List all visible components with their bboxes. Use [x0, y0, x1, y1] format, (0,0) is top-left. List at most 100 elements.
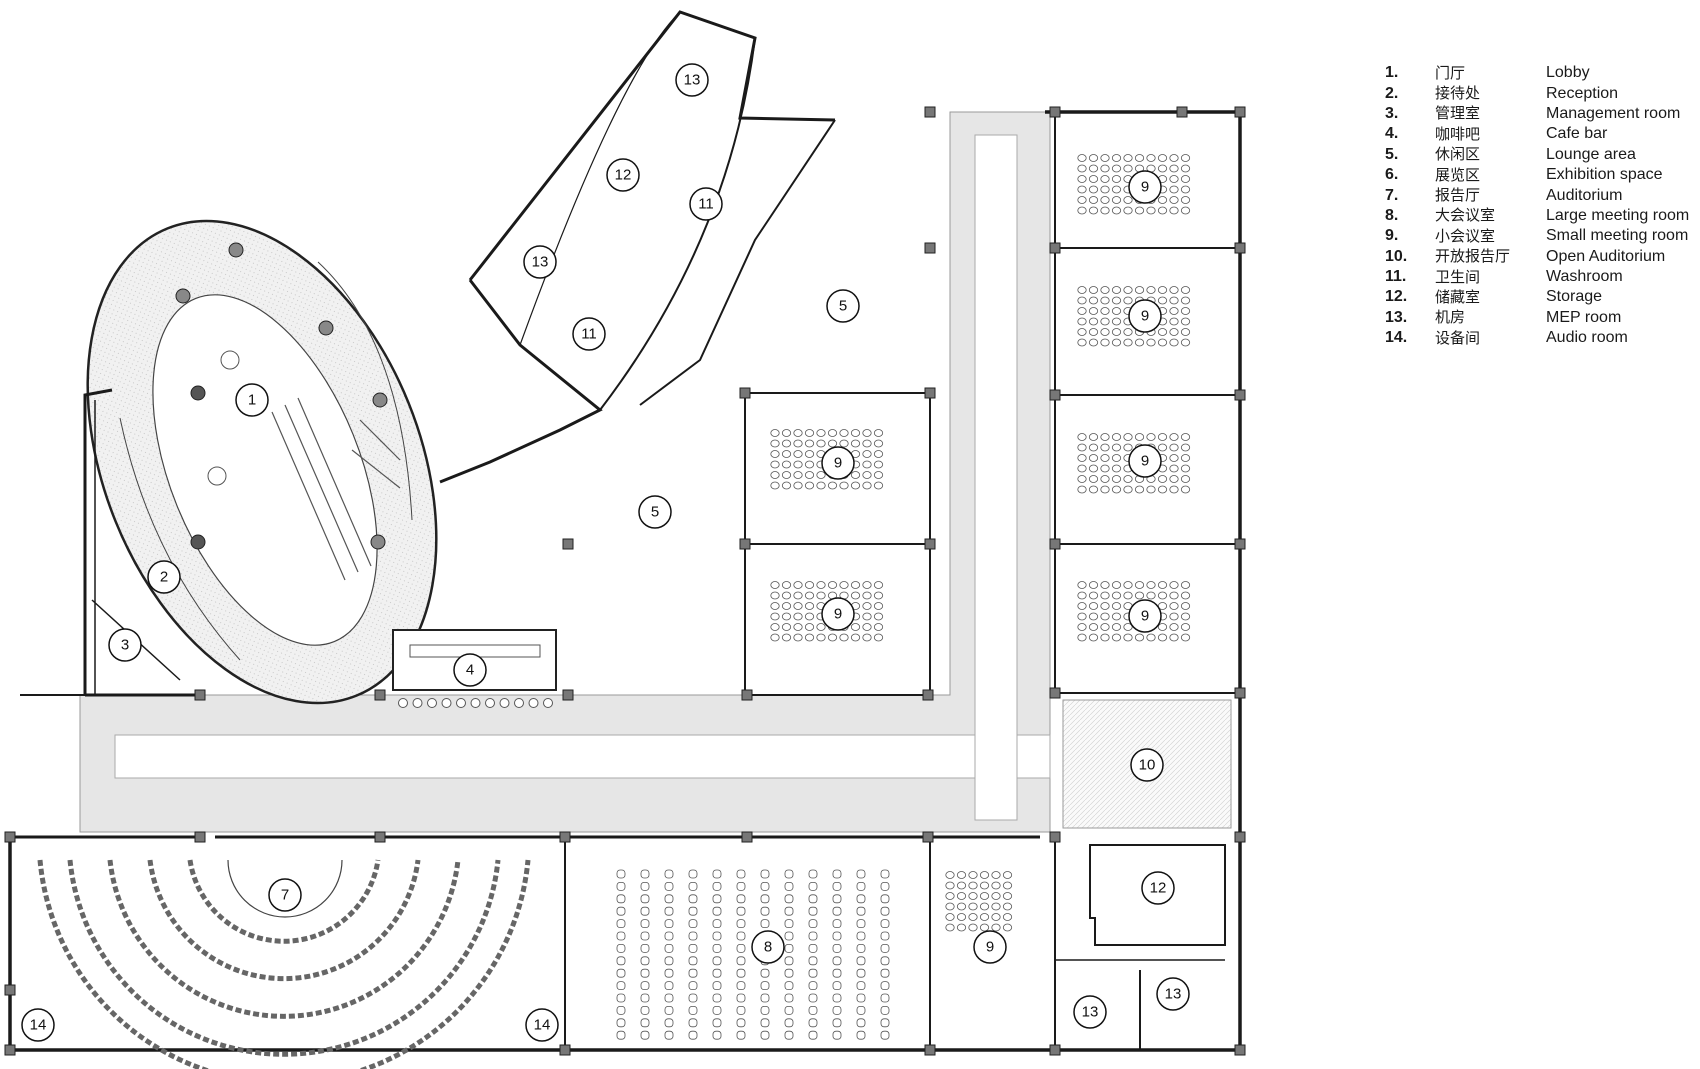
seat	[1134, 206, 1145, 215]
seat	[1157, 591, 1168, 600]
seat	[1180, 154, 1191, 162]
seat	[827, 429, 838, 437]
seat	[616, 906, 626, 916]
seat	[1111, 475, 1122, 483]
seat	[640, 1018, 650, 1028]
seat	[688, 956, 698, 966]
seat	[1169, 464, 1179, 473]
seat	[688, 894, 698, 904]
seat	[1169, 581, 1179, 589]
seat	[850, 471, 861, 479]
seat	[781, 581, 792, 589]
seat	[1169, 485, 1179, 494]
seat	[850, 581, 861, 589]
seat	[616, 919, 626, 928]
auditorium-seating	[37, 859, 531, 1069]
seat	[1077, 206, 1087, 215]
floor-plan: 1 2 3 4 5 5 7 8 9 9 9 9 9 9 9 10 11 11 1…	[4, 10, 1246, 1069]
column	[1049, 242, 1061, 254]
seat	[664, 981, 674, 990]
seat	[856, 869, 866, 879]
column	[1049, 687, 1061, 699]
seat	[808, 981, 818, 990]
svg-text:9: 9	[834, 455, 842, 472]
column	[741, 831, 753, 843]
seat	[784, 1018, 794, 1028]
seat	[856, 1030, 866, 1040]
seat	[781, 439, 792, 448]
seat	[839, 439, 849, 448]
seat	[880, 944, 890, 953]
seat	[1077, 328, 1087, 336]
seat	[862, 612, 872, 621]
seat	[1111, 602, 1122, 610]
seat	[1088, 307, 1099, 315]
seat	[832, 919, 842, 928]
seat	[760, 919, 770, 928]
seat	[873, 471, 884, 479]
seat	[793, 471, 803, 479]
legend-chinese-label: 休闲区	[1435, 145, 1481, 164]
seat	[880, 882, 890, 891]
seat	[736, 894, 746, 904]
seat	[1077, 591, 1087, 600]
seat	[784, 919, 794, 928]
seat	[688, 882, 698, 891]
legend-english-label: Lobby	[1546, 64, 1590, 82]
seat	[781, 481, 792, 490]
seat	[1100, 591, 1110, 600]
seat	[862, 429, 872, 437]
seat	[1100, 296, 1110, 305]
legend-chinese-label: 机房	[1435, 308, 1466, 327]
svg-text:2: 2	[160, 569, 168, 586]
legend-number: 12.	[1385, 288, 1408, 306]
svg-text:13: 13	[1082, 1004, 1099, 1021]
seat	[760, 869, 770, 879]
seat	[816, 429, 826, 437]
seat	[804, 623, 815, 631]
seat	[945, 923, 955, 932]
column	[1049, 538, 1061, 550]
seat	[760, 1018, 770, 1028]
seat	[712, 869, 722, 879]
legend-number: 13.	[1385, 308, 1408, 326]
seat	[664, 919, 674, 928]
seat	[664, 894, 674, 904]
seat	[1077, 612, 1087, 621]
column	[374, 831, 386, 843]
column	[924, 106, 936, 118]
room-label-lounge-north: 5	[826, 289, 860, 323]
seat	[736, 1030, 746, 1040]
seat	[760, 993, 770, 1003]
column	[922, 689, 934, 701]
seat	[832, 1018, 842, 1028]
seat	[781, 429, 792, 437]
svg-text:5: 5	[651, 504, 659, 521]
seat	[862, 450, 872, 458]
seat	[1077, 433, 1087, 441]
room-label-storage-north: 12	[606, 158, 640, 192]
seat	[1111, 591, 1122, 600]
seat	[832, 894, 842, 904]
seat	[1111, 612, 1122, 621]
column	[194, 831, 206, 843]
seat	[956, 892, 967, 900]
seat	[1088, 196, 1099, 204]
seat	[832, 981, 842, 990]
seat	[816, 581, 826, 589]
seat	[832, 931, 842, 941]
legend-english-label: MEP room	[1546, 308, 1622, 326]
legend-number: 1.	[1385, 64, 1399, 82]
seat	[1123, 433, 1133, 441]
column	[559, 1044, 571, 1056]
seat	[712, 944, 722, 953]
seat	[1180, 581, 1191, 589]
seat	[1134, 581, 1145, 589]
seat	[956, 913, 967, 921]
svg-text:9: 9	[1141, 308, 1149, 325]
seat	[664, 1006, 674, 1015]
room-label-audio-right: 14	[525, 1008, 559, 1042]
